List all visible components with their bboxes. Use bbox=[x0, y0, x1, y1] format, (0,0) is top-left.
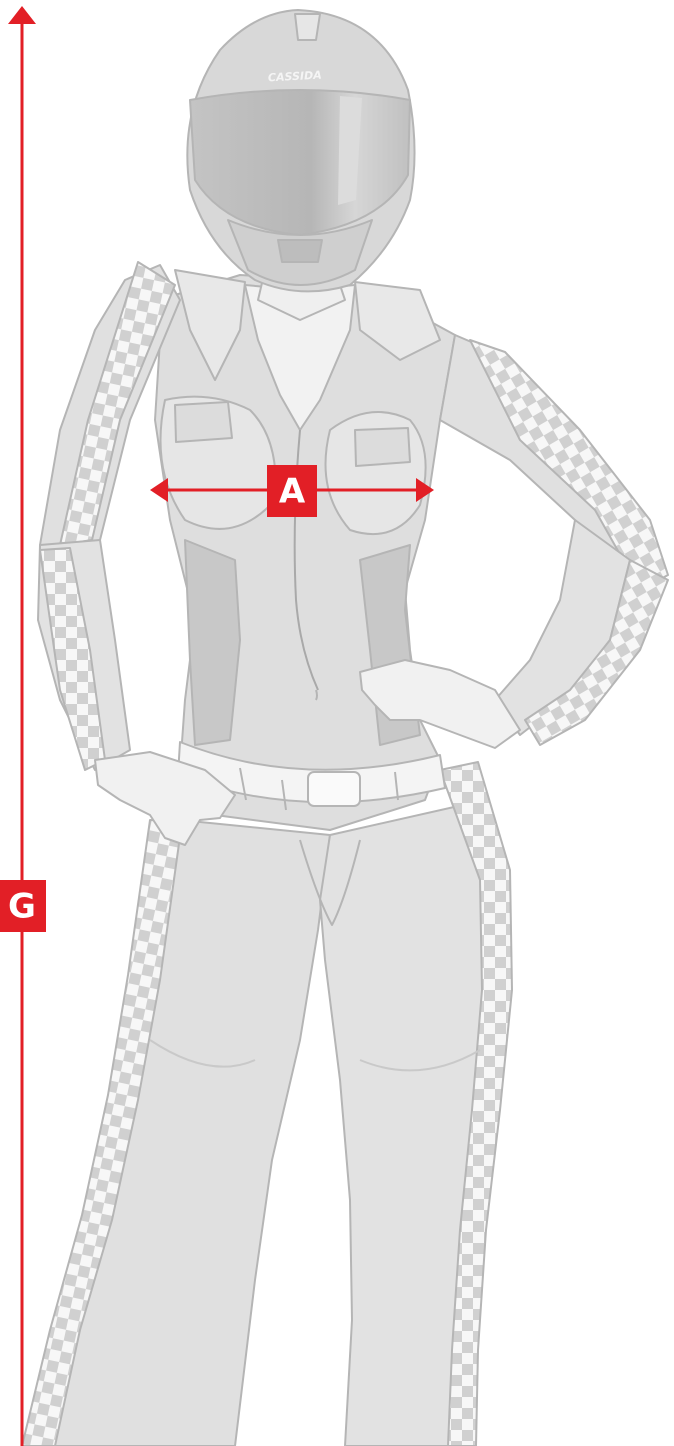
measure-a-label: A bbox=[279, 472, 306, 512]
measure-g-label: G bbox=[8, 887, 36, 927]
helmet-crown-vent bbox=[295, 14, 320, 40]
navel bbox=[316, 690, 317, 700]
measure-g: G bbox=[0, 6, 46, 1446]
rider-illustration: CASSIDA bbox=[22, 10, 668, 1446]
belt-buckle bbox=[308, 772, 360, 806]
legs bbox=[22, 762, 512, 1446]
helmet-chin-vent bbox=[278, 240, 322, 262]
torso-side-panel-left bbox=[185, 540, 240, 745]
pocket-left bbox=[175, 402, 232, 442]
measure-a-arrowhead-left bbox=[150, 478, 168, 502]
helmet: CASSIDA bbox=[187, 10, 414, 291]
pocket-right bbox=[355, 428, 410, 466]
measure-g-arrowhead bbox=[8, 6, 36, 24]
torso bbox=[155, 270, 455, 830]
